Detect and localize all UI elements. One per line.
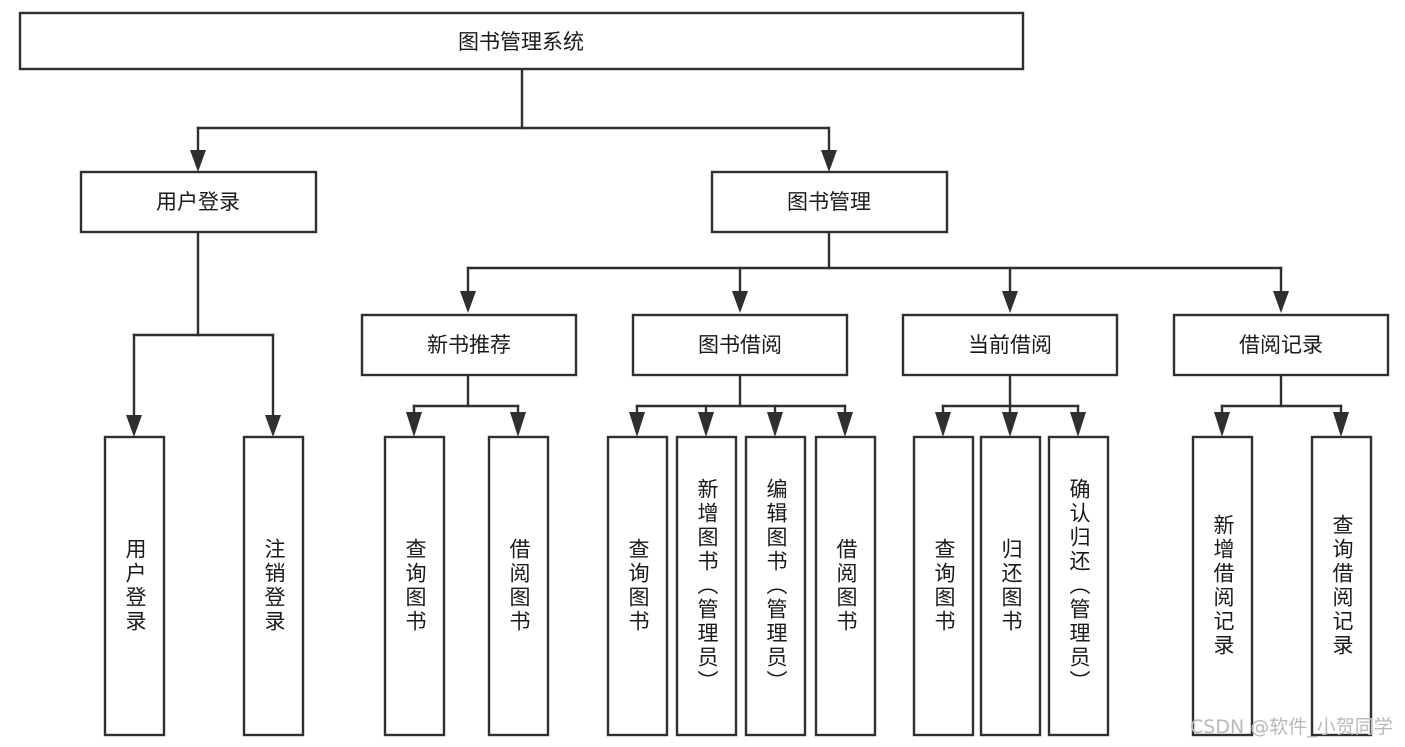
arrow-book-borrow-child-1 xyxy=(698,412,714,437)
arrow-user-login-child-1 xyxy=(265,415,281,437)
leaf-box-user-login-0[interactable] xyxy=(103,435,166,737)
arrow-borrow-record-child-0 xyxy=(1214,412,1230,437)
connector-group-user-login xyxy=(126,230,281,437)
arrow-borrow-record-child-1 xyxy=(1333,412,1349,437)
leaf-box-new-book-1[interactable] xyxy=(487,435,550,737)
arrow-book-manage-child-1 xyxy=(732,291,748,313)
node-level3-1-box[interactable] xyxy=(631,313,849,377)
arrow-book-manage-child-2 xyxy=(1002,291,1018,313)
node-level2-0-box[interactable] xyxy=(79,170,318,234)
arrow-to-book-manage xyxy=(821,150,837,172)
arrow-new-book-child-1 xyxy=(510,412,526,437)
connector-group-new-book xyxy=(406,373,526,437)
node-level3-2-box[interactable] xyxy=(901,313,1119,377)
connector-group-book-manage xyxy=(460,230,1289,313)
leaf-box-book-borrow-2[interactable] xyxy=(744,435,807,737)
arrow-new-book-child-0 xyxy=(406,412,422,437)
arrow-user-login-child-0 xyxy=(126,415,142,437)
csdn-watermark: CSDN @软件_小贺同学 xyxy=(1190,716,1393,738)
arrow-current-borrow-child-0 xyxy=(935,412,951,437)
node-level3-0-box[interactable] xyxy=(360,313,578,377)
connector-group-current-borrow xyxy=(935,373,1086,437)
leaf-box-current-borrow-2[interactable] xyxy=(1047,435,1110,737)
arrow-book-borrow-child-0 xyxy=(629,412,645,437)
node-level3-3-box[interactable] xyxy=(1172,313,1390,377)
node-level3-3-label: 借阅记录 xyxy=(1239,333,1323,357)
node-level3-2-label: 当前借阅 xyxy=(968,333,1052,357)
node-level3-1-label: 图书借阅 xyxy=(698,333,782,357)
arrow-book-manage-child-0 xyxy=(460,291,476,313)
node-level3-0-label: 新书推荐 xyxy=(427,333,511,357)
leaf-box-borrow-record-0[interactable] xyxy=(1191,435,1254,737)
arrow-current-borrow-child-2 xyxy=(1070,412,1086,437)
node-root-box[interactable] xyxy=(18,11,1025,71)
leaf-box-current-borrow-0[interactable] xyxy=(912,435,975,737)
leaf-box-book-borrow-0[interactable] xyxy=(606,435,669,737)
arrow-book-manage-child-3 xyxy=(1273,291,1289,313)
arrow-to-user-login xyxy=(190,150,206,172)
leaf-box-borrow-record-1[interactable] xyxy=(1310,435,1373,737)
arrow-book-borrow-child-3 xyxy=(837,412,853,437)
leaf-box-user-login-1[interactable] xyxy=(242,435,305,737)
leaf-box-current-borrow-1[interactable] xyxy=(979,435,1042,737)
leaf-box-book-borrow-3[interactable] xyxy=(814,435,877,737)
node-level2-0-label: 用户登录 xyxy=(156,190,240,214)
arrow-book-borrow-child-2 xyxy=(767,412,783,437)
node-level2-1-box[interactable] xyxy=(710,170,949,234)
connector-group-borrow-record xyxy=(1214,373,1349,437)
node-level2-1-label: 图书管理 xyxy=(787,190,871,214)
leaf-box-new-book-0[interactable] xyxy=(383,435,446,737)
node-root-label: 图书管理系统 xyxy=(458,30,584,54)
arrow-current-borrow-child-1 xyxy=(1002,412,1018,437)
connector-group-root xyxy=(190,67,837,172)
connector-group-book-borrow xyxy=(629,373,853,437)
leaf-box-book-borrow-1[interactable] xyxy=(675,435,738,737)
